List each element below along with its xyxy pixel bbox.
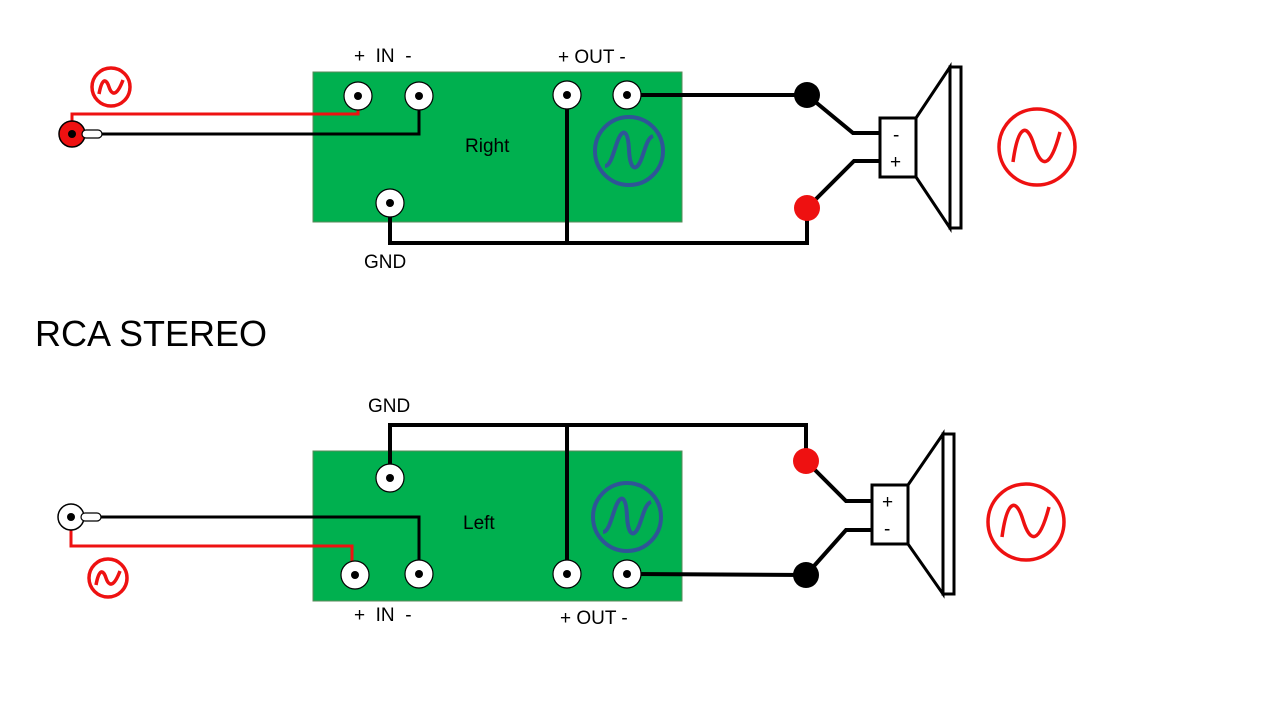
right-speaker-plus-junction xyxy=(794,195,820,221)
left-in-minus-terminal xyxy=(404,559,434,589)
right-in-minus-terminal xyxy=(404,81,434,111)
diagram-title: RCA STEREO xyxy=(35,313,267,354)
right-speaker-minus-junction xyxy=(794,82,820,108)
left-speaker-bottom-polarity: - xyxy=(884,519,890,540)
left-speaker-top-polarity: + xyxy=(882,492,893,513)
left-signal-wire xyxy=(69,517,354,574)
left-gnd-terminal xyxy=(375,463,405,493)
left-board-sine-icon xyxy=(591,481,663,553)
right-out-minus-terminal xyxy=(612,80,642,110)
right-speaker-bottom-polarity: + xyxy=(890,152,901,173)
left-ground-bus-wire xyxy=(388,423,808,478)
right-speaker-minus-lead xyxy=(805,93,880,135)
left-speaker-plus-junction xyxy=(793,448,819,474)
left-in-label: + IN - xyxy=(354,605,412,626)
right-board-sine-icon xyxy=(593,115,665,187)
left-speaker xyxy=(870,429,956,599)
left-out-plus-terminal xyxy=(552,559,582,589)
left-out-minus-terminal xyxy=(612,559,642,589)
right-speaker xyxy=(878,62,963,233)
left-ground-input-wire xyxy=(96,515,421,574)
right-speaker-plus-lead xyxy=(805,159,880,210)
right-gnd-terminal xyxy=(375,188,405,218)
right-in-plus-terminal xyxy=(343,81,373,111)
right-input-signal-icon xyxy=(90,66,132,108)
right-channel: Right + IN - + OUT - GND xyxy=(58,46,1077,273)
left-speaker-plus-lead xyxy=(804,459,872,503)
left-channel: Left GND + IN - + OUT - xyxy=(57,396,1066,629)
left-speaker-minus-junction xyxy=(793,562,819,588)
left-gnd-label: GND xyxy=(368,396,410,417)
right-out-plus-terminal xyxy=(552,80,582,110)
left-input-signal-icon xyxy=(87,557,129,599)
left-out-label: + OUT - xyxy=(560,608,628,629)
right-output-signal-icon xyxy=(997,107,1077,187)
right-gnd-label: GND xyxy=(364,252,406,273)
right-in-label: + IN - xyxy=(354,46,412,67)
right-rca-jack xyxy=(58,120,103,148)
left-output-signal-icon xyxy=(986,482,1066,562)
left-speaker-minus-lead xyxy=(804,528,872,577)
right-speaker-top-polarity: - xyxy=(893,125,899,146)
right-out-label: + OUT - xyxy=(558,47,626,68)
left-board-label: Left xyxy=(463,513,495,534)
left-rca-jack xyxy=(57,503,102,531)
left-in-plus-terminal xyxy=(340,560,370,590)
left-out-minus-wire xyxy=(626,572,807,577)
right-ground-bus-wire xyxy=(388,203,809,245)
right-board-label: Right xyxy=(465,136,510,157)
